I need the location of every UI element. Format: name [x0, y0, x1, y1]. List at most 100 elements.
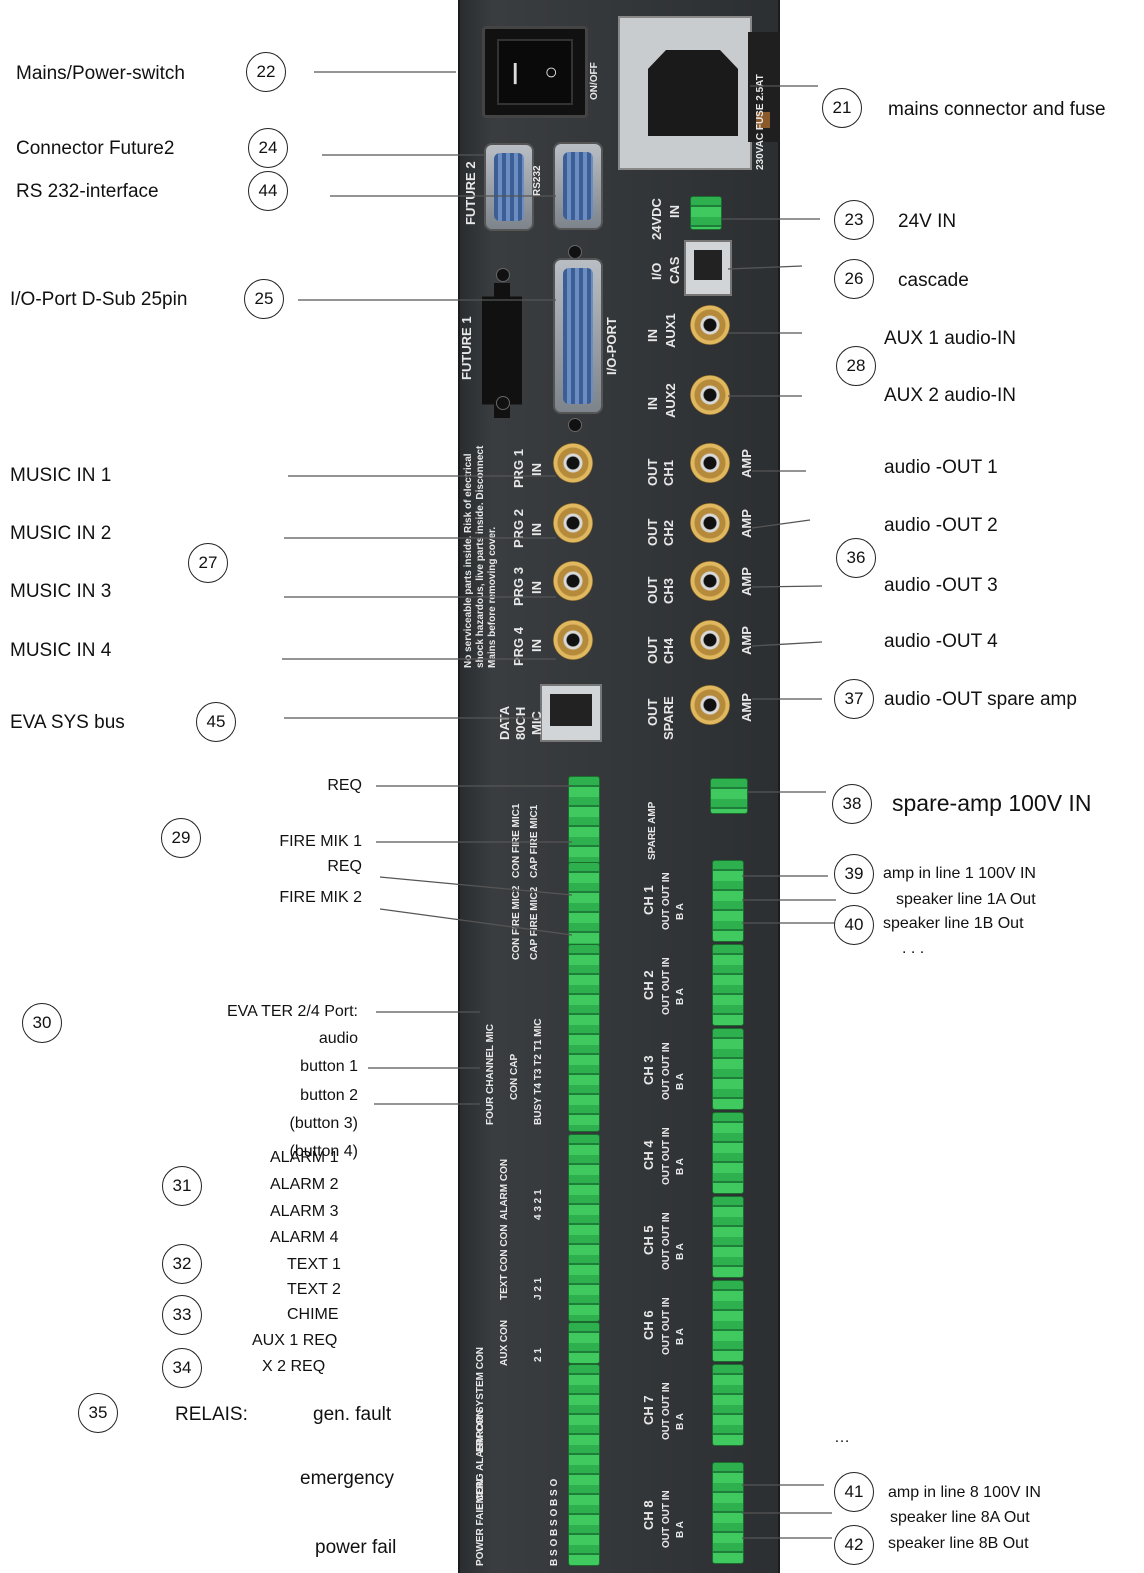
callout-27: 27	[188, 543, 228, 583]
label-alarm-2: ALARM 2	[270, 1176, 339, 1193]
label-audio-out-2: audio -OUT 2	[884, 515, 998, 536]
label-req-1: REQ	[327, 777, 362, 794]
callout-36: 36	[836, 538, 876, 578]
callout-33: 33	[162, 1295, 202, 1335]
label-speaker-8a: speaker line 8A Out	[890, 1509, 1030, 1526]
label-button-3: (button 3)	[289, 1115, 358, 1132]
callout-34: 34	[162, 1348, 202, 1388]
leader-line	[379, 908, 573, 936]
label-music-in-4: MUSIC IN 4	[10, 640, 112, 661]
alarm-text-terminal[interactable]	[568, 1134, 600, 1322]
audio-out-1-jack[interactable]	[690, 443, 730, 483]
leader-line	[751, 585, 823, 588]
label-fire-mik-2: FIRE MIK 2	[279, 889, 362, 906]
spare-amp-in-terminal[interactable]	[710, 778, 748, 814]
future2-connector-pins	[494, 153, 524, 221]
future1-cutout	[482, 283, 522, 418]
callout-32: 32	[162, 1244, 202, 1284]
io-port-connector[interactable]	[553, 258, 603, 414]
label-rs232: RS 232-interface	[16, 181, 159, 202]
label-mains-fuse: mains connector and fuse	[888, 99, 1106, 120]
label-24v-in: 24V IN	[898, 211, 957, 232]
iec-inlet	[648, 50, 738, 136]
label-eva-sys-bus: EVA SYS bus	[10, 712, 125, 733]
audio-out-2-jack[interactable]	[690, 503, 730, 543]
leader-line	[727, 265, 803, 270]
label-spare-out: audio -OUT spare amp	[884, 689, 1077, 710]
callout-22: 22	[246, 52, 286, 92]
label-req-2: REQ	[327, 858, 362, 875]
ch4-terminal[interactable]	[712, 1112, 744, 1194]
callout-38: 38	[832, 784, 872, 824]
eva-sys-bus-port[interactable]	[540, 684, 602, 742]
callout-37: 37	[834, 679, 874, 719]
label-aux2-in: AUX 2 audio-IN	[884, 385, 1017, 406]
music-in-2-jack[interactable]	[553, 503, 593, 543]
audio-out-3-jack[interactable]	[690, 561, 730, 601]
label-amp-in-8: amp in line 8 100V IN	[888, 1484, 1041, 1501]
ch5-terminal[interactable]	[712, 1196, 744, 1278]
label-dots-1: . . .	[902, 940, 925, 957]
label-button-4: (button 4)	[289, 1143, 358, 1160]
switch-on-mark: |	[512, 59, 519, 84]
switch-rocker: |○	[497, 39, 573, 105]
ch1-terminal[interactable]	[712, 860, 744, 942]
ch8-terminal[interactable]	[712, 1462, 744, 1564]
callout-30: 30	[22, 1003, 62, 1043]
label-music-in-1: MUSIC IN 1	[10, 465, 112, 486]
ch3-terminal[interactable]	[712, 1028, 744, 1110]
label-x2-req: X 2 REQ	[262, 1358, 326, 1375]
label-alarm-4: ALARM 4	[270, 1229, 339, 1246]
callout-42: 42	[834, 1525, 874, 1565]
label-power-fail: power fail	[315, 1537, 397, 1558]
label-text-2: TEXT 2	[287, 1281, 341, 1298]
label-speaker-8b: speaker line 8B Out	[888, 1535, 1029, 1552]
dc24-terminal[interactable]	[690, 196, 722, 230]
label-audio: audio	[318, 1030, 358, 1047]
label-eva-ter: EVA TER 2/4 Port:	[226, 1003, 358, 1020]
io-port-connector-pins	[563, 268, 593, 404]
ch2-terminal[interactable]	[712, 944, 744, 1026]
fire-mic1-terminal[interactable]	[568, 776, 600, 864]
label-alarm-3: ALARM 3	[270, 1203, 339, 1220]
callout-25: 25	[244, 279, 284, 319]
four-channel-mic-terminal[interactable]	[568, 944, 600, 1132]
label-text-1: TEXT 1	[287, 1256, 341, 1273]
label-amp-in-1: amp in line 1 100V IN	[883, 865, 1036, 882]
spare-out-jack[interactable]	[690, 685, 730, 725]
aux2-input-jack[interactable]	[690, 375, 730, 415]
audio-out-4-jack[interactable]	[690, 620, 730, 660]
label-spare-in: spare-amp 100V IN	[892, 790, 1092, 816]
label-mains-switch: Mains/Power-switch	[16, 63, 185, 84]
callout-40: 40	[834, 905, 874, 945]
label-speaker-1a: speaker line 1A Out	[896, 891, 1036, 908]
callout-45: 45	[196, 702, 236, 742]
music-in-3-jack[interactable]	[553, 561, 593, 601]
aux-con-terminal[interactable]	[568, 1322, 600, 1364]
fuse-holder	[748, 32, 780, 142]
callout-28: 28	[836, 346, 876, 386]
label-chime: CHIME	[287, 1306, 339, 1323]
relais-terminal[interactable]	[568, 1364, 600, 1566]
rs232-connector[interactable]	[553, 142, 603, 230]
label-alarm-1: ALARM 1	[270, 1149, 339, 1166]
leader-line	[751, 519, 811, 529]
ch6-terminal[interactable]	[712, 1280, 744, 1362]
label-button-2: button 2	[300, 1087, 358, 1104]
label-audio-out-1: audio -OUT 1	[884, 457, 998, 478]
callout-31: 31	[162, 1166, 202, 1206]
ch7-terminal[interactable]	[712, 1364, 744, 1446]
cascade-port[interactable]	[684, 240, 732, 296]
label-speaker-1b: speaker line 1B Out	[883, 915, 1024, 932]
aux1-input-jack[interactable]	[690, 305, 730, 345]
switch-off-mark: ○	[544, 59, 558, 84]
future2-connector[interactable]	[484, 143, 534, 231]
label-audio-out-4: audio -OUT 4	[884, 631, 998, 652]
label-aux1-in: AUX 1 audio-IN	[884, 328, 1017, 349]
callout-24: 24	[248, 128, 288, 168]
screw-hole	[568, 418, 582, 432]
music-in-1-jack[interactable]	[553, 443, 593, 483]
music-in-4-jack[interactable]	[553, 620, 593, 660]
label-io-port: I/O-Port D-Sub 25pin	[10, 289, 188, 310]
power-switch[interactable]: |○	[482, 26, 588, 118]
